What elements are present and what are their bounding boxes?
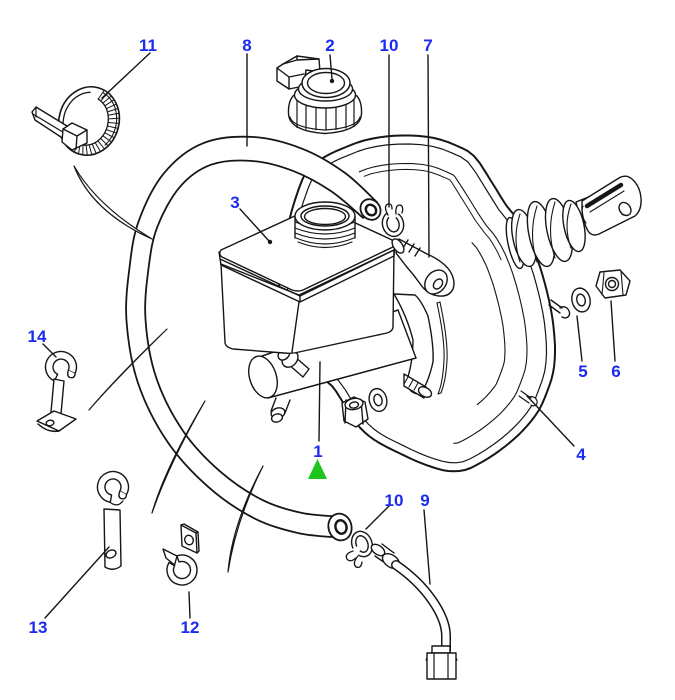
svg-text:8: 8 — [242, 36, 251, 55]
svg-text:10: 10 — [380, 36, 399, 55]
svg-text:10: 10 — [385, 491, 404, 510]
svg-text:12: 12 — [181, 618, 200, 637]
svg-text:9: 9 — [420, 491, 429, 510]
svg-text:5: 5 — [578, 362, 587, 381]
svg-text:11: 11 — [139, 36, 157, 55]
svg-text:14: 14 — [28, 327, 47, 346]
svg-text:7: 7 — [423, 36, 432, 55]
svg-text:6: 6 — [611, 362, 620, 381]
svg-text:13: 13 — [29, 618, 48, 637]
svg-text:3: 3 — [230, 193, 239, 212]
svg-text:1: 1 — [313, 442, 322, 461]
svg-text:2: 2 — [325, 36, 334, 55]
svg-text:4: 4 — [576, 445, 586, 464]
